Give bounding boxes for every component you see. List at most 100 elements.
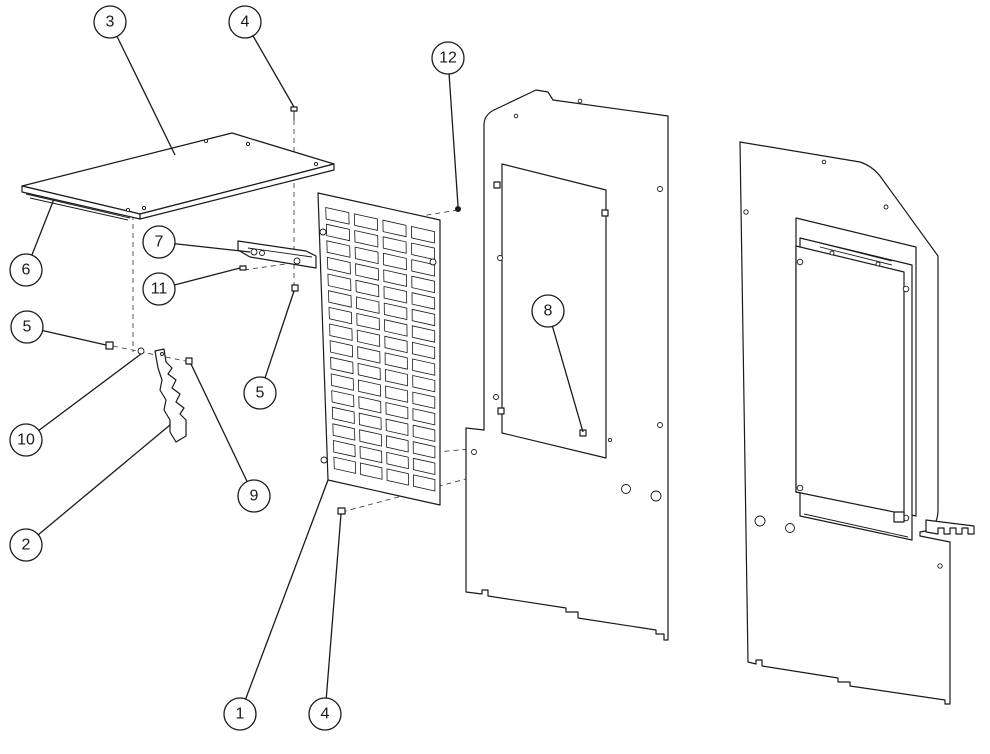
grid-cell (411, 259, 436, 277)
callout-2: 2 (9, 528, 43, 562)
callout-8-label: 8 (544, 303, 553, 320)
callout-4-bottom-label: 4 (321, 706, 330, 723)
callout-4-top: 4 (228, 5, 262, 39)
grid-cell (354, 229, 379, 248)
grid-cell (386, 468, 409, 486)
callout-1-label: 1 (236, 706, 245, 723)
grid-cell (411, 292, 436, 310)
callout-7: 7 (142, 225, 176, 259)
screw-9 (185, 357, 193, 365)
callout-10: 10 (9, 423, 43, 457)
grid-cell (329, 323, 353, 341)
callout-5-left-label: 5 (23, 319, 32, 336)
grid-cell (386, 451, 409, 470)
grid-cell (330, 356, 354, 375)
grid-cell (357, 379, 382, 397)
grid-cell (328, 290, 352, 308)
grid-cell (385, 402, 409, 420)
callout-5-mid: 5 (243, 376, 277, 410)
grid-cell (382, 219, 407, 238)
grid-cell (412, 358, 436, 376)
grid-cell (411, 341, 436, 360)
grid-cell (329, 340, 354, 358)
grid-cell (384, 352, 408, 370)
grid-cell (330, 373, 354, 391)
grid-cell (331, 406, 355, 425)
callout-9: 9 (237, 479, 271, 513)
grid-cell (355, 296, 380, 314)
grid-cell (359, 462, 383, 480)
grid-cell (385, 385, 409, 403)
grid-cell (385, 435, 409, 453)
grid-cell (384, 335, 408, 354)
grid-cell (410, 226, 435, 244)
grid-cell (356, 329, 381, 347)
grid-cell (413, 474, 436, 492)
latch-bracket (154, 348, 187, 443)
grid-cell (411, 308, 436, 327)
callout-12-label: 12 (439, 50, 457, 67)
callout-12: 12 (431, 41, 465, 75)
grid-cell (383, 269, 408, 287)
grid-cell (384, 368, 408, 387)
grid-cell (358, 396, 382, 414)
grid-cell (357, 346, 381, 364)
callout-10-label: 10 (17, 432, 35, 449)
grid-cell (412, 441, 436, 459)
grid-cell (327, 273, 352, 292)
grid-cell (383, 286, 408, 304)
grid-cell (326, 256, 351, 275)
callout-4-top-label: 4 (241, 14, 250, 31)
grid-cell (358, 412, 382, 431)
grid-cell (326, 240, 351, 258)
callout-1: 1 (223, 697, 257, 731)
callout-11-label: 11 (151, 281, 168, 298)
callout-9-label: 9 (250, 488, 259, 505)
grid-cell (359, 429, 382, 447)
grid-cell (325, 223, 351, 242)
callout-3: 3 (93, 5, 127, 39)
grid-cell (382, 236, 407, 254)
top-cover-plate (21, 132, 335, 221)
grid-cell (412, 424, 436, 442)
grid-cell (359, 445, 383, 464)
grid-cell (412, 457, 436, 475)
grid-cell (411, 325, 436, 343)
small-screw (239, 265, 247, 271)
callout-8: 8 (531, 294, 565, 328)
grid-cell (353, 213, 379, 231)
callout-3-label: 3 (106, 14, 115, 31)
screw-bottom (337, 507, 346, 515)
callout-2-label: 2 (22, 537, 31, 554)
callout-6-label: 6 (22, 262, 31, 279)
grid-panel (317, 192, 441, 506)
grid-cell (383, 302, 408, 320)
washer (137, 347, 145, 355)
callout-4-bottom: 4 (308, 697, 342, 731)
grid-cell (357, 362, 381, 381)
callout-5-mid-label: 5 (256, 385, 265, 402)
bracket-part (237, 240, 317, 269)
screw-top (290, 106, 298, 120)
grid-cell (384, 319, 408, 337)
grid-cell (325, 206, 350, 225)
grid-cell (411, 275, 436, 294)
callout-5-left: 5 (10, 310, 44, 344)
callout-6: 6 (9, 253, 43, 287)
grid-cell (333, 456, 357, 474)
grid-cell (355, 263, 379, 281)
grid-cell (412, 375, 436, 393)
grid-cell (331, 390, 355, 408)
nuts (105, 284, 299, 350)
rear-panel-assembly (739, 141, 975, 705)
grid-cell (382, 252, 407, 271)
grid-cells (325, 206, 436, 492)
grid-cell (355, 279, 380, 298)
grid-cell (332, 439, 356, 458)
middle-door-panel (465, 89, 669, 641)
callout-11: 11 (142, 272, 176, 306)
grid-cell (412, 408, 436, 426)
grid-cell (385, 418, 409, 437)
pin-12 (455, 206, 461, 212)
